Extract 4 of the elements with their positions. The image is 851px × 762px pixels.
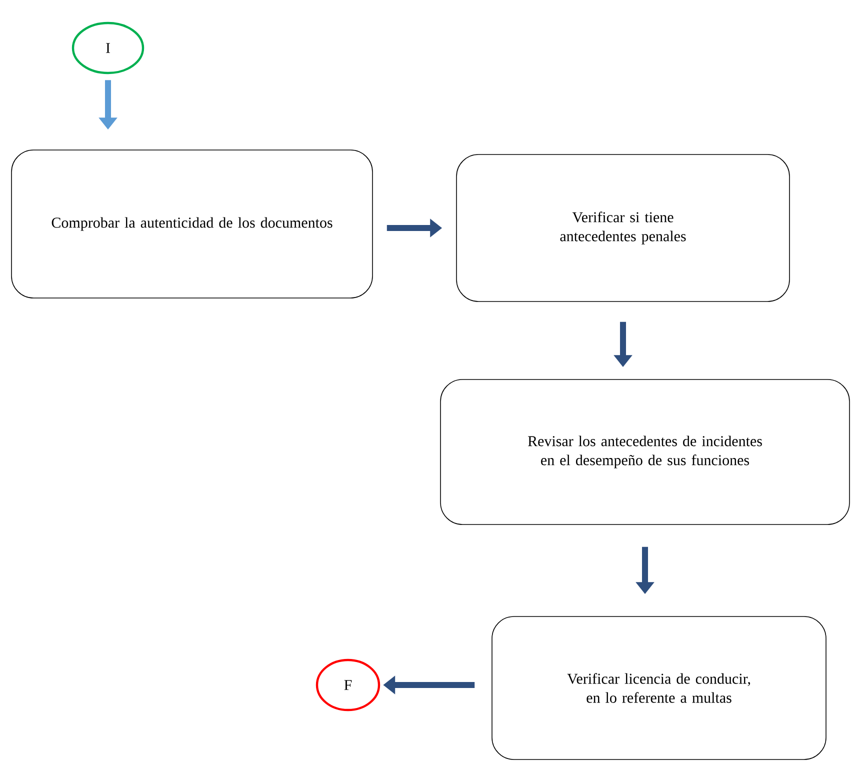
process-box: Revisar los antecedentes de incidentes en el desempeño de sus funciones xyxy=(440,379,850,525)
process-box: Comprobar la autenticidad de los documentos xyxy=(11,150,373,298)
process-box: Verificar si tiene antecedentes penales xyxy=(456,154,790,302)
process-box: Verificar licencia de conducir, en lo referente a multas xyxy=(492,616,826,760)
